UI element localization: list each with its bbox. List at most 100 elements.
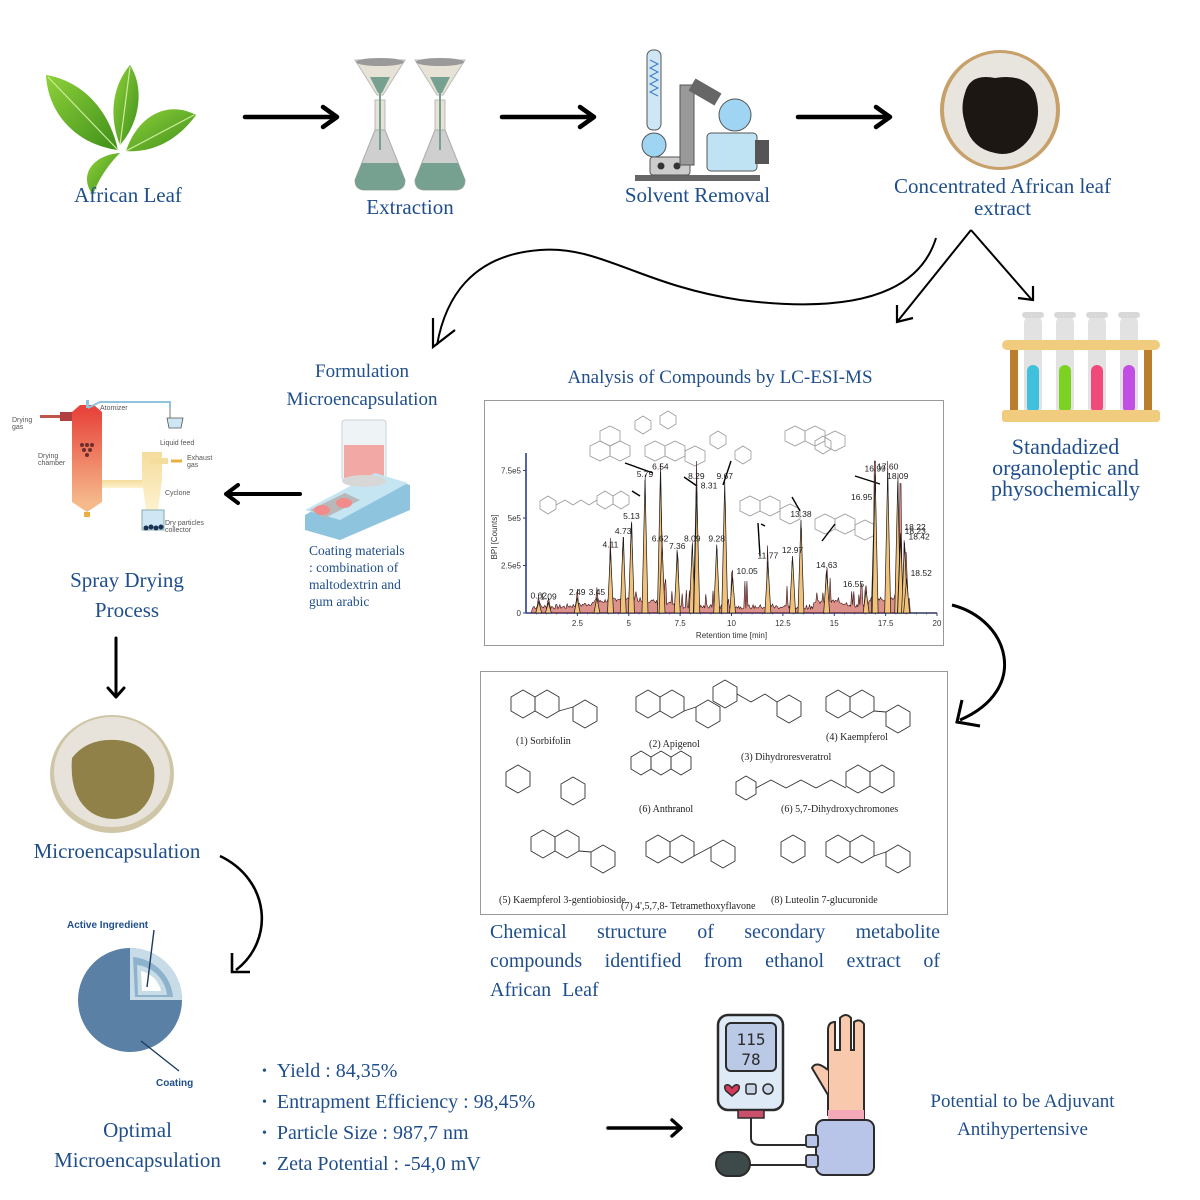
spray-line2: Process xyxy=(94,598,160,622)
y-tick-label: 5e5 xyxy=(508,514,522,523)
peak-label: 18.42 xyxy=(909,532,931,542)
peak-16.99 xyxy=(871,474,879,614)
x-tick-label: 12.5 xyxy=(775,619,791,628)
coating-line4: gum arabic xyxy=(309,593,370,609)
peak-label: 18.52 xyxy=(911,568,933,578)
coating-line3: maltodextrin and xyxy=(309,576,401,592)
peak-label: 6.62 xyxy=(652,534,669,544)
peak-structure-sketches xyxy=(539,410,876,541)
compound-label: (3) Dihydroresveratrol xyxy=(741,752,831,763)
heart-icon xyxy=(723,1083,741,1097)
peak-label: 4.11 xyxy=(602,539,618,549)
standardized-line3: physochemically xyxy=(990,476,1141,501)
concentrated-extract-label: Concentrated African leaf extract xyxy=(880,175,1125,219)
microencapsulation-label: Microencapsulation xyxy=(33,839,201,863)
x-tick-label: 17.5 xyxy=(878,619,894,628)
microencapsulation-powder-bowl-image xyxy=(50,715,174,833)
peak-label: 8.09 xyxy=(684,534,701,544)
arrow-to-lcms xyxy=(896,229,972,323)
peak-label: 12.97 xyxy=(782,545,804,555)
peak-13.38 xyxy=(797,519,805,614)
svg-text:Cyclone: Cyclone xyxy=(165,490,190,497)
compound-label: (6) 5,7-Dihydroxychromones xyxy=(781,804,898,815)
peak-11.77 xyxy=(764,561,772,614)
peak-8.31 xyxy=(693,491,701,614)
peak-label: 16.95 xyxy=(851,492,873,502)
rotary-evaporator-image xyxy=(635,49,769,181)
peak-10.05 xyxy=(729,576,736,614)
concentrated-extract-bowl-image xyxy=(940,50,1060,170)
standardized-line1: Standadized xyxy=(1011,434,1120,459)
systolic-reading: 115 xyxy=(737,1030,766,1049)
arrow-to-standardized xyxy=(970,229,1033,301)
compound-label: (1) Sorbifolin xyxy=(516,736,571,747)
compound-label: (2) Apigenol xyxy=(649,739,700,750)
arrowhead-icon xyxy=(106,686,126,699)
diastolic-reading: 78 xyxy=(741,1050,760,1069)
active-ingredient-label: Active Ingredient xyxy=(67,920,149,931)
peak-18.52 xyxy=(903,578,910,614)
peak-label: 10.05 xyxy=(737,566,759,576)
peak-label: 4.73 xyxy=(615,526,632,536)
result-entrapment-efficiency: Entrapment Efficiency : 98,45% xyxy=(262,1089,535,1120)
x-axis-title: Retention time [min] xyxy=(696,631,767,640)
svg-text:chamber: chamber xyxy=(38,460,66,467)
standardized-line2: organoleptic and xyxy=(992,455,1139,480)
x-tick-label: 7.5 xyxy=(675,619,687,628)
peak-label: 5.79 xyxy=(637,469,654,479)
peak-label: 6.54 xyxy=(652,461,669,471)
african-leaf-label: African Leaf xyxy=(74,183,182,207)
peak-label: 9.67 xyxy=(716,471,733,481)
svg-text:Liquid feed: Liquid feed xyxy=(160,440,194,447)
spray-line1: Spray Drying xyxy=(70,568,184,592)
test-tubes-rack-image xyxy=(1002,312,1160,422)
magnetic-stirrer-image xyxy=(305,419,410,540)
compound-label: (6) Anthranol xyxy=(639,804,693,815)
x-tick-label: 5 xyxy=(627,619,632,628)
potential-label: Potential to be Adjuvant Antihypertensiv… xyxy=(900,1088,1145,1144)
peak-4.11 xyxy=(607,550,614,614)
svg-text:gas: gas xyxy=(12,424,24,431)
formulation-line1: Formulation xyxy=(315,361,409,382)
coating-line2: : combination of xyxy=(309,559,399,575)
peak-5.13 xyxy=(628,521,635,614)
peak-16.55 xyxy=(862,590,870,614)
potential-line1: Potential to be Adjuvant xyxy=(930,1091,1115,1112)
peak-label: 18.23 xyxy=(905,526,927,536)
result-yield: Yield : 84,35% xyxy=(262,1058,535,1089)
optimal-line2: Microencapsulation xyxy=(54,1148,221,1172)
arrowhead-icon xyxy=(431,318,456,350)
coating-line1: Coating materials xyxy=(309,543,405,558)
peak-4.73 xyxy=(619,536,627,614)
peak-label: 18.09 xyxy=(887,471,909,481)
african-leaf-image xyxy=(46,65,196,195)
peak-label: 18.22 xyxy=(904,522,926,532)
peak-6.62 xyxy=(658,544,666,614)
x-tick-label: 2.5 xyxy=(572,619,584,628)
y-tick-label: 7.5e5 xyxy=(501,467,522,476)
chemical-structures-drawing: (1) Sorbifolin (2) Apigenol (3) Dihydror… xyxy=(499,679,911,912)
peak-label: 11.77 xyxy=(758,551,779,561)
peak-3.45 xyxy=(593,597,601,614)
peak-7.36 xyxy=(673,552,681,614)
svg-text:Dry particles: Dry particles xyxy=(165,520,204,527)
compound-label: (7) 4',5,7,8- Tetramethoxyflavone xyxy=(621,901,756,912)
spray-drying-label: Spray Drying Process xyxy=(22,565,232,625)
peak-label: 13.38 xyxy=(790,509,812,519)
arrowhead-icon xyxy=(670,1118,683,1138)
chemical-structures-panel: (1) Sorbifolin (2) Apigenol (3) Dihydror… xyxy=(480,671,948,915)
y-axis-title: BPI [Counts] xyxy=(490,515,499,560)
atomizer-label: Atomizer xyxy=(100,405,128,412)
curved-arrow-to-formulation xyxy=(436,237,937,346)
peak-12.97 xyxy=(789,555,796,614)
optimal-microencapsulation-label: Optimal Microencapsulation xyxy=(30,1115,245,1175)
x-tick-label: 10 xyxy=(727,619,736,628)
arrow-right-icon xyxy=(795,104,893,130)
results-list: Yield : 84,35% Entrapment Efficiency : 9… xyxy=(262,1058,535,1182)
chromatogram-series xyxy=(530,460,937,614)
